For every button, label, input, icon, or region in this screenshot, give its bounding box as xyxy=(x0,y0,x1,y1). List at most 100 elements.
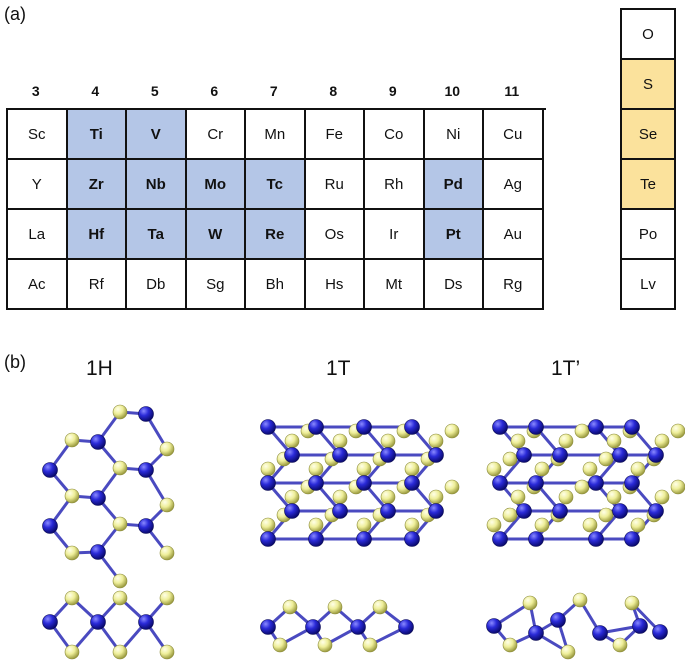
element-cell-rf: Rf xyxy=(67,260,127,310)
metal-atom xyxy=(592,625,608,641)
chalcogen-atom xyxy=(112,644,128,660)
chalcogen-atom xyxy=(380,433,396,449)
chalcogen-atom xyxy=(159,441,175,457)
chalcogen-atom xyxy=(308,461,324,477)
metal-atom xyxy=(260,619,276,635)
chalcogen-atom xyxy=(112,404,128,420)
metal-atom xyxy=(260,419,276,435)
chalcogen-atom xyxy=(654,489,670,505)
phase-title-1h: 1H xyxy=(86,357,113,380)
metal-atom xyxy=(404,419,420,435)
metal-atom xyxy=(260,531,276,547)
chalcogen-atom xyxy=(598,451,614,467)
metal-atom xyxy=(138,518,154,534)
chalcogen-atom xyxy=(558,489,574,505)
chalcogen-atom xyxy=(308,517,324,533)
chalcogen-atom xyxy=(159,497,175,513)
metal-atom xyxy=(332,503,348,519)
chalcogen-atom xyxy=(582,461,598,477)
element-cell-sg: Sg xyxy=(186,260,246,310)
metal-atom xyxy=(398,619,414,635)
chalcogen-atom xyxy=(159,590,175,606)
chalcogen-atom xyxy=(112,516,128,532)
element-cell-ac: Ac xyxy=(8,260,68,310)
element-cell-ir: Ir xyxy=(365,210,425,260)
metal-atom xyxy=(550,612,566,628)
metal-atom xyxy=(588,531,604,547)
chalcogen-atom xyxy=(112,460,128,476)
metal-atom xyxy=(492,475,508,491)
metal-atom xyxy=(90,490,106,506)
element-cell-cu: Cu xyxy=(484,110,544,160)
group-number: 11 xyxy=(504,83,520,99)
metal-atom xyxy=(138,462,154,478)
element-cell-ds: Ds xyxy=(424,260,484,310)
chalcogen-atom xyxy=(612,637,628,653)
chalcogen-atom xyxy=(598,507,614,523)
group-number: 5 xyxy=(150,83,159,99)
metal-atom xyxy=(42,614,58,630)
element-cell-hs: Hs xyxy=(305,260,365,310)
element-cell-bh: Bh xyxy=(246,260,306,310)
element-cell-mt: Mt xyxy=(365,260,425,310)
chalcogen-atom xyxy=(486,517,502,533)
chalcogen-atom xyxy=(159,644,175,660)
group-number: 8 xyxy=(329,83,338,99)
chalcogen-atom xyxy=(522,595,538,611)
metal-atom xyxy=(624,531,640,547)
chalcogen-atom xyxy=(606,433,622,449)
element-cell-s: S xyxy=(622,60,674,110)
panel-b-label: (b) xyxy=(4,352,26,372)
element-cell-se: Se xyxy=(622,110,674,160)
chalcogen-atom xyxy=(574,423,590,439)
chalcogen-atom xyxy=(572,592,588,608)
chalcogen-atom xyxy=(486,461,502,477)
chalcogen-atom xyxy=(534,461,550,477)
chalcogen-atom xyxy=(284,433,300,449)
element-cell-rh: Rh xyxy=(365,160,425,210)
metal-atom xyxy=(90,544,106,560)
metal-atom xyxy=(486,618,502,634)
metal-atom xyxy=(528,531,544,547)
group-number: 6 xyxy=(210,83,219,99)
metal-atom xyxy=(624,475,640,491)
phase-title-1t-prime: 1T’ xyxy=(551,357,581,380)
metal-atom xyxy=(350,619,366,635)
element-cell-ru: Ru xyxy=(305,160,365,210)
chalcogen-atom xyxy=(362,637,378,653)
element-cell-y: Y xyxy=(8,160,68,210)
chalcogen-atom xyxy=(428,433,444,449)
chalcogen-atom xyxy=(272,637,288,653)
chalcogen-atom xyxy=(502,507,518,523)
metal-atom xyxy=(308,531,324,547)
chalcogen-atom xyxy=(356,461,372,477)
chalcogen-atom xyxy=(624,595,640,611)
chalcogen-atom xyxy=(428,489,444,505)
metal-atom xyxy=(516,447,532,463)
element-cell-mo: Mo xyxy=(186,160,246,210)
metal-atom xyxy=(632,618,648,634)
chalcogen-atom xyxy=(670,479,685,495)
element-cell-w: W xyxy=(186,210,246,260)
chalcogen-atom xyxy=(574,479,590,495)
group-number: 7 xyxy=(269,83,278,99)
element-cell-te: Te xyxy=(622,160,674,210)
metal-atom xyxy=(404,531,420,547)
chalcogen-atom xyxy=(284,489,300,505)
metal-atom xyxy=(648,447,664,463)
chalcogen-atom xyxy=(560,644,576,660)
metal-atom xyxy=(356,475,372,491)
metal-atom xyxy=(42,462,58,478)
chalcogen-atom xyxy=(64,644,80,660)
chalcogen-atom xyxy=(159,545,175,561)
metal-atom xyxy=(138,406,154,422)
metal-atom xyxy=(284,447,300,463)
chalcogen-atom xyxy=(630,461,646,477)
chalcogen-atom xyxy=(332,489,348,505)
